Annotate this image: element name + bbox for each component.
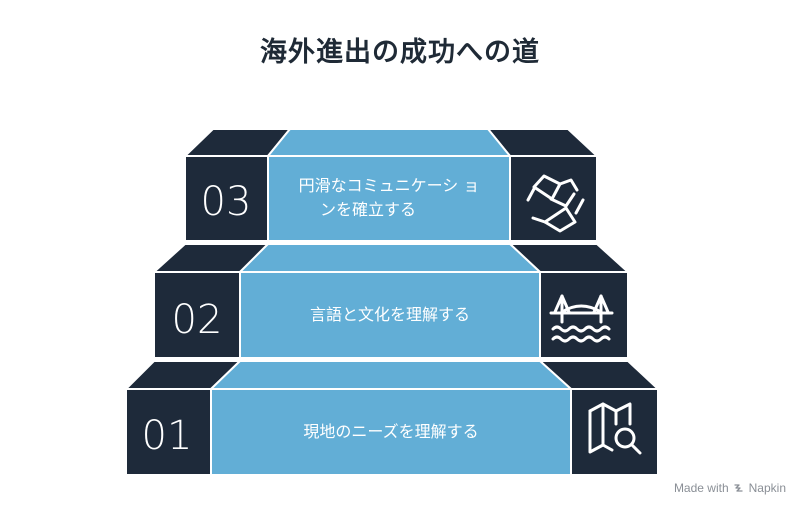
step-1-label: 現地のニーズを理解する <box>303 422 478 441</box>
step-1-icon-box <box>570 388 659 476</box>
napkin-logo-icon <box>733 484 743 492</box>
page-title: 海外進出の成功への道 <box>260 37 540 68</box>
step-2-label-box <box>239 271 541 359</box>
step-2-center-top <box>237 243 543 273</box>
step-2-number: 02 <box>172 297 223 343</box>
step-1-number: 01 <box>142 413 193 459</box>
bridge-icon <box>549 294 614 343</box>
step-2-label: 言語と文化を理解する <box>310 305 470 324</box>
step-1-number-box <box>125 388 212 476</box>
step-1-label-box <box>210 388 572 476</box>
napkin-watermark: Made with Napkin <box>674 481 786 495</box>
step-3: 03 円滑なコミュニケーシ ョ ンを確立する <box>182 128 600 242</box>
watermark-prefix: Made with <box>673 481 729 495</box>
step-3-label-line2: ンを確立する <box>320 200 416 219</box>
step-3-center-top <box>265 128 513 157</box>
step-1-center-top <box>208 360 574 390</box>
handshake-icon <box>526 174 585 233</box>
step-1: 01 現地のニーズを理解する <box>123 360 661 476</box>
step-2-number-box <box>153 271 241 359</box>
step-2-icon-box <box>539 271 629 359</box>
map-search-icon <box>588 402 642 455</box>
step-3-number: 03 <box>201 179 252 225</box>
step-3-label-box <box>267 155 511 242</box>
step-2: 02 言語と文化を理解する <box>151 243 631 359</box>
watermark-brand: Napkin <box>748 481 786 495</box>
step-3-label-line1: 円滑なコミュニケーシ ョ <box>299 176 480 195</box>
step-3-number-box <box>184 155 269 242</box>
